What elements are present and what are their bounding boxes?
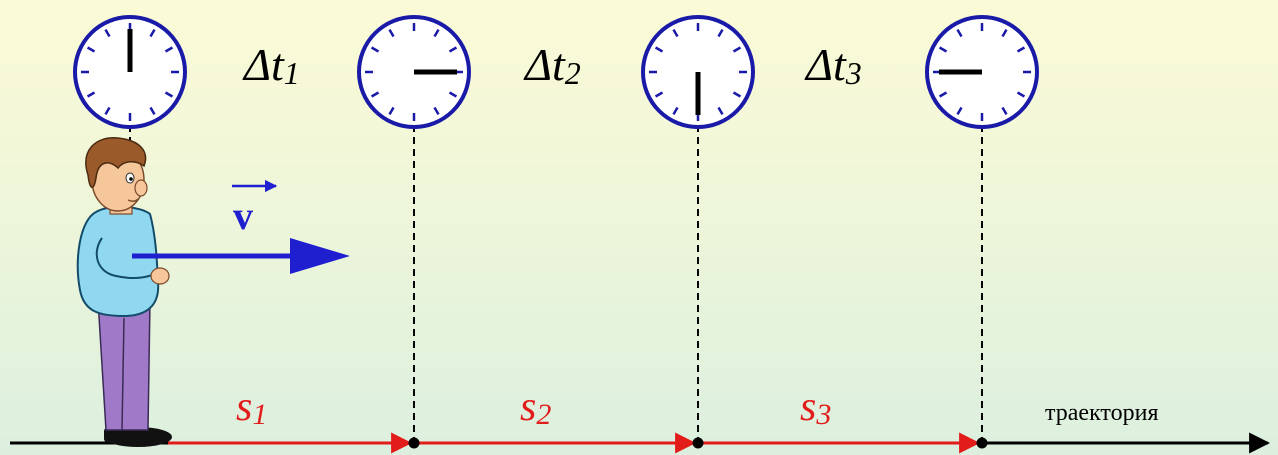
- person-figure: [76, 137, 172, 447]
- drop-lines: [129, 125, 983, 443]
- position-dot-2: [692, 437, 704, 449]
- clock-tick: [654, 46, 664, 53]
- clock-tick: [956, 28, 963, 38]
- clock-tick: [448, 46, 458, 53]
- clock-tick: [448, 91, 458, 98]
- clock-tick: [149, 106, 156, 116]
- clock-4: [925, 15, 1039, 129]
- velocity-label: v: [233, 193, 253, 238]
- clock-tick: [433, 106, 440, 116]
- segment-label-2: s2: [520, 384, 551, 431]
- clock-1: [73, 15, 187, 129]
- clock-tick: [164, 46, 174, 53]
- interval-label-1: Δt1: [242, 39, 300, 91]
- clock-tick: [149, 28, 156, 38]
- clock-tick: [1001, 28, 1008, 38]
- clock-tick: [672, 28, 679, 38]
- clock-tick: [672, 106, 679, 116]
- clock-tick: [86, 46, 96, 53]
- clock-tick: [86, 91, 96, 98]
- clock-tick: [1016, 91, 1026, 98]
- position-dots: [408, 437, 988, 449]
- clock-tick: [732, 46, 742, 53]
- clock-tick: [164, 91, 174, 98]
- clock-tick: [388, 106, 395, 116]
- segment-label-3: s3: [800, 384, 831, 431]
- clock-tick: [717, 106, 724, 116]
- clock-tick: [388, 28, 395, 38]
- position-dot-3: [976, 437, 988, 449]
- velocity-vector: v: [132, 179, 350, 274]
- clock-tick: [717, 28, 724, 38]
- clock-tick: [1016, 46, 1026, 53]
- clock-tick: [938, 91, 948, 98]
- clock-tick: [104, 106, 111, 116]
- clock-tick: [732, 91, 742, 98]
- position-dot-1: [408, 437, 420, 449]
- segment-label-1: s1: [236, 384, 267, 431]
- clock-tick: [1001, 106, 1008, 116]
- clock-3: [641, 15, 755, 129]
- segments: s1 s2 s3: [168, 384, 981, 454]
- clock-2: [357, 15, 471, 129]
- interval-label-3: Δt3: [804, 39, 862, 91]
- clock-tick: [104, 28, 111, 38]
- interval-labels: Δt1 Δt2 Δt3: [242, 39, 862, 91]
- clock-tick: [433, 28, 440, 38]
- clock-tick: [654, 91, 664, 98]
- clock-tick: [370, 91, 380, 98]
- clock-tick: [370, 46, 380, 53]
- clock-tick: [938, 46, 948, 53]
- interval-label-2: Δt2: [523, 39, 581, 91]
- clock-tick: [956, 106, 963, 116]
- clocks: [73, 15, 1039, 129]
- trajectory-label: траектория: [1045, 400, 1158, 426]
